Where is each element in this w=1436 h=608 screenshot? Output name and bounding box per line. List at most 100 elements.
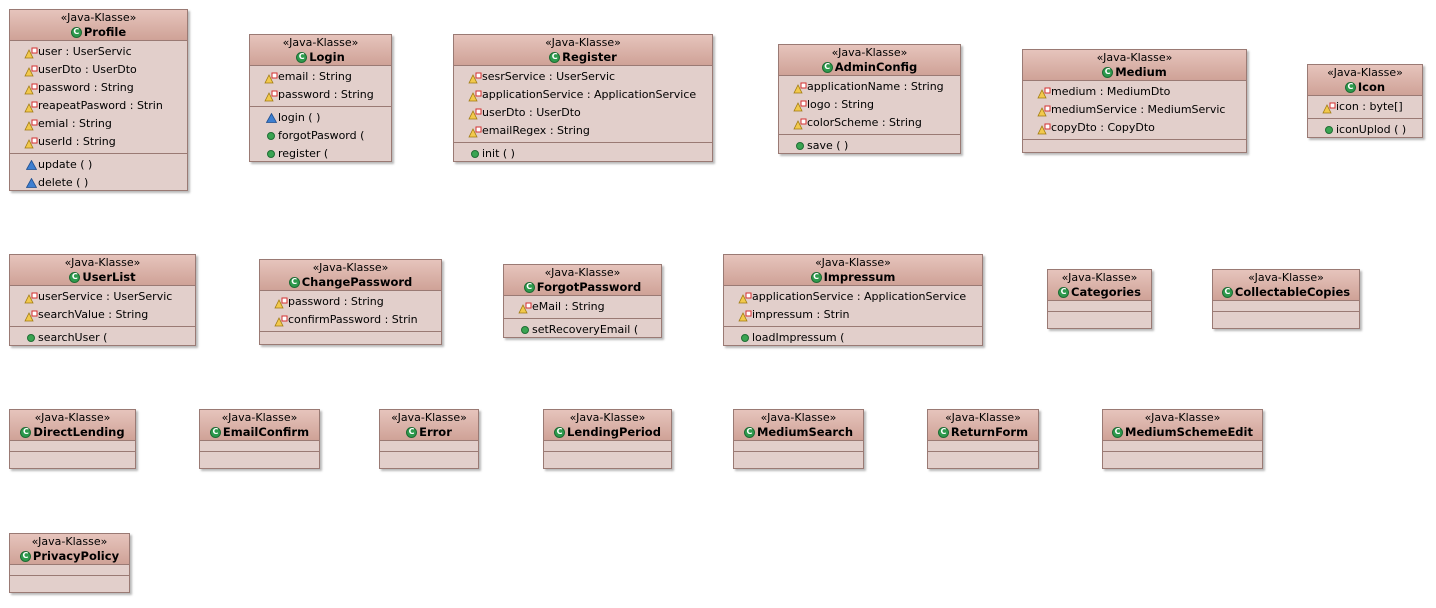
operation-text: forgotPasword ( <box>278 129 365 142</box>
stereotype-label: «Java-Klasse» <box>391 411 467 424</box>
operation-row[interactable]: register ( <box>250 145 391 161</box>
private-field-icon <box>24 119 38 131</box>
operation-row[interactable]: update ( ) <box>10 156 187 174</box>
operation-row[interactable]: forgotPasword ( <box>250 127 391 145</box>
visibility-marker <box>779 137 807 153</box>
stereotype-label: «Java-Klasse» <box>1248 271 1324 284</box>
attribute-row[interactable]: reapeatPasword : Strin <box>10 97 187 115</box>
class-icon: C <box>1344 81 1356 93</box>
attribute-row[interactable]: userService : UserServic <box>10 288 195 306</box>
attribute-row[interactable]: userDto : UserDto <box>10 61 187 79</box>
attribute-row[interactable]: copyDto : CopyDto <box>1023 119 1246 137</box>
attribute-row[interactable]: confirmPassword : Strin <box>260 311 441 329</box>
operations-compartment <box>734 452 863 462</box>
operation-row[interactable]: save ( ) <box>779 137 960 153</box>
operation-row[interactable]: searchUser ( <box>10 329 195 345</box>
attribute-row[interactable]: icon : byte[] <box>1308 98 1422 116</box>
attribute-row[interactable]: impressum : Strin <box>724 306 982 324</box>
attribute-row[interactable]: emailRegex : String <box>454 122 712 140</box>
visibility-marker <box>10 43 38 61</box>
visibility-marker <box>10 174 38 190</box>
attribute-row[interactable]: applicationName : String <box>779 78 960 96</box>
operation-row[interactable]: loadImpressum ( <box>724 329 982 345</box>
class-icon: C <box>1221 286 1233 298</box>
attribute-row[interactable]: password : String <box>250 86 391 104</box>
attribute-row[interactable]: colorScheme : String <box>779 114 960 132</box>
attribute-row[interactable]: user : UserServic <box>10 43 187 61</box>
operation-row[interactable]: init ( ) <box>454 145 712 161</box>
operation-row[interactable]: setRecoveryEmail ( <box>504 321 661 337</box>
private-field-icon <box>793 118 807 130</box>
operation-row[interactable]: delete ( ) <box>10 174 187 190</box>
attribute-row[interactable]: sesrService : UserServic <box>454 68 712 86</box>
attribute-row[interactable]: logo : String <box>779 96 960 114</box>
attribute-row[interactable]: userDto : UserDto <box>454 104 712 122</box>
class-icon: C <box>1058 286 1070 298</box>
attribute-row[interactable]: applicationService : ApplicationService <box>454 86 712 104</box>
attribute-row[interactable]: email : String <box>250 68 391 86</box>
attribute-row[interactable]: mediumService : MediumServic <box>1023 101 1246 119</box>
visibility-marker <box>1308 98 1336 116</box>
attributes-compartment <box>10 441 135 452</box>
attribute-row[interactable]: searchValue : String <box>10 306 195 324</box>
attribute-row[interactable]: userId : String <box>10 133 187 151</box>
private-field-icon <box>24 65 38 77</box>
visibility-marker <box>250 86 278 104</box>
visibility-marker <box>10 288 38 306</box>
private-field-icon <box>468 90 482 102</box>
visibility-marker <box>10 115 38 133</box>
private-field-icon <box>264 72 278 84</box>
package-method-icon <box>266 113 277 123</box>
visibility-marker <box>504 298 532 316</box>
attribute-row[interactable]: eMail : String <box>504 298 661 316</box>
operation-row[interactable]: login ( ) <box>250 109 391 127</box>
private-field-icon <box>24 310 38 322</box>
attributes-compartment: icon : byte[] <box>1308 96 1422 119</box>
class-icon: C <box>19 550 31 562</box>
attributes-compartment <box>544 441 671 452</box>
attribute-row[interactable]: password : String <box>260 293 441 311</box>
attribute-row[interactable]: medium : MediumDto <box>1023 83 1246 101</box>
stereotype-label: «Java-Klasse» <box>64 256 141 269</box>
class-name-text: MediumSchemeEdit <box>1125 425 1253 439</box>
operations-compartment <box>10 452 135 462</box>
class-icon: C <box>20 426 32 438</box>
operations-compartment <box>10 576 129 586</box>
visibility-marker <box>779 96 807 114</box>
attribute-row[interactable]: emial : String <box>10 115 187 133</box>
operation-row[interactable]: iconUplod ( ) <box>1308 121 1422 137</box>
attribute-text: logo : String <box>807 98 875 111</box>
attribute-text: colorScheme : String <box>807 116 922 129</box>
class-name-text: ChangePassword <box>301 275 413 289</box>
stereotype-label: «Java-Klasse» <box>545 36 621 49</box>
stereotype-label: «Java-Klasse» <box>760 411 837 424</box>
attribute-row[interactable]: applicationService : ApplicationService <box>724 288 982 306</box>
attribute-row[interactable]: password : String <box>10 79 187 97</box>
